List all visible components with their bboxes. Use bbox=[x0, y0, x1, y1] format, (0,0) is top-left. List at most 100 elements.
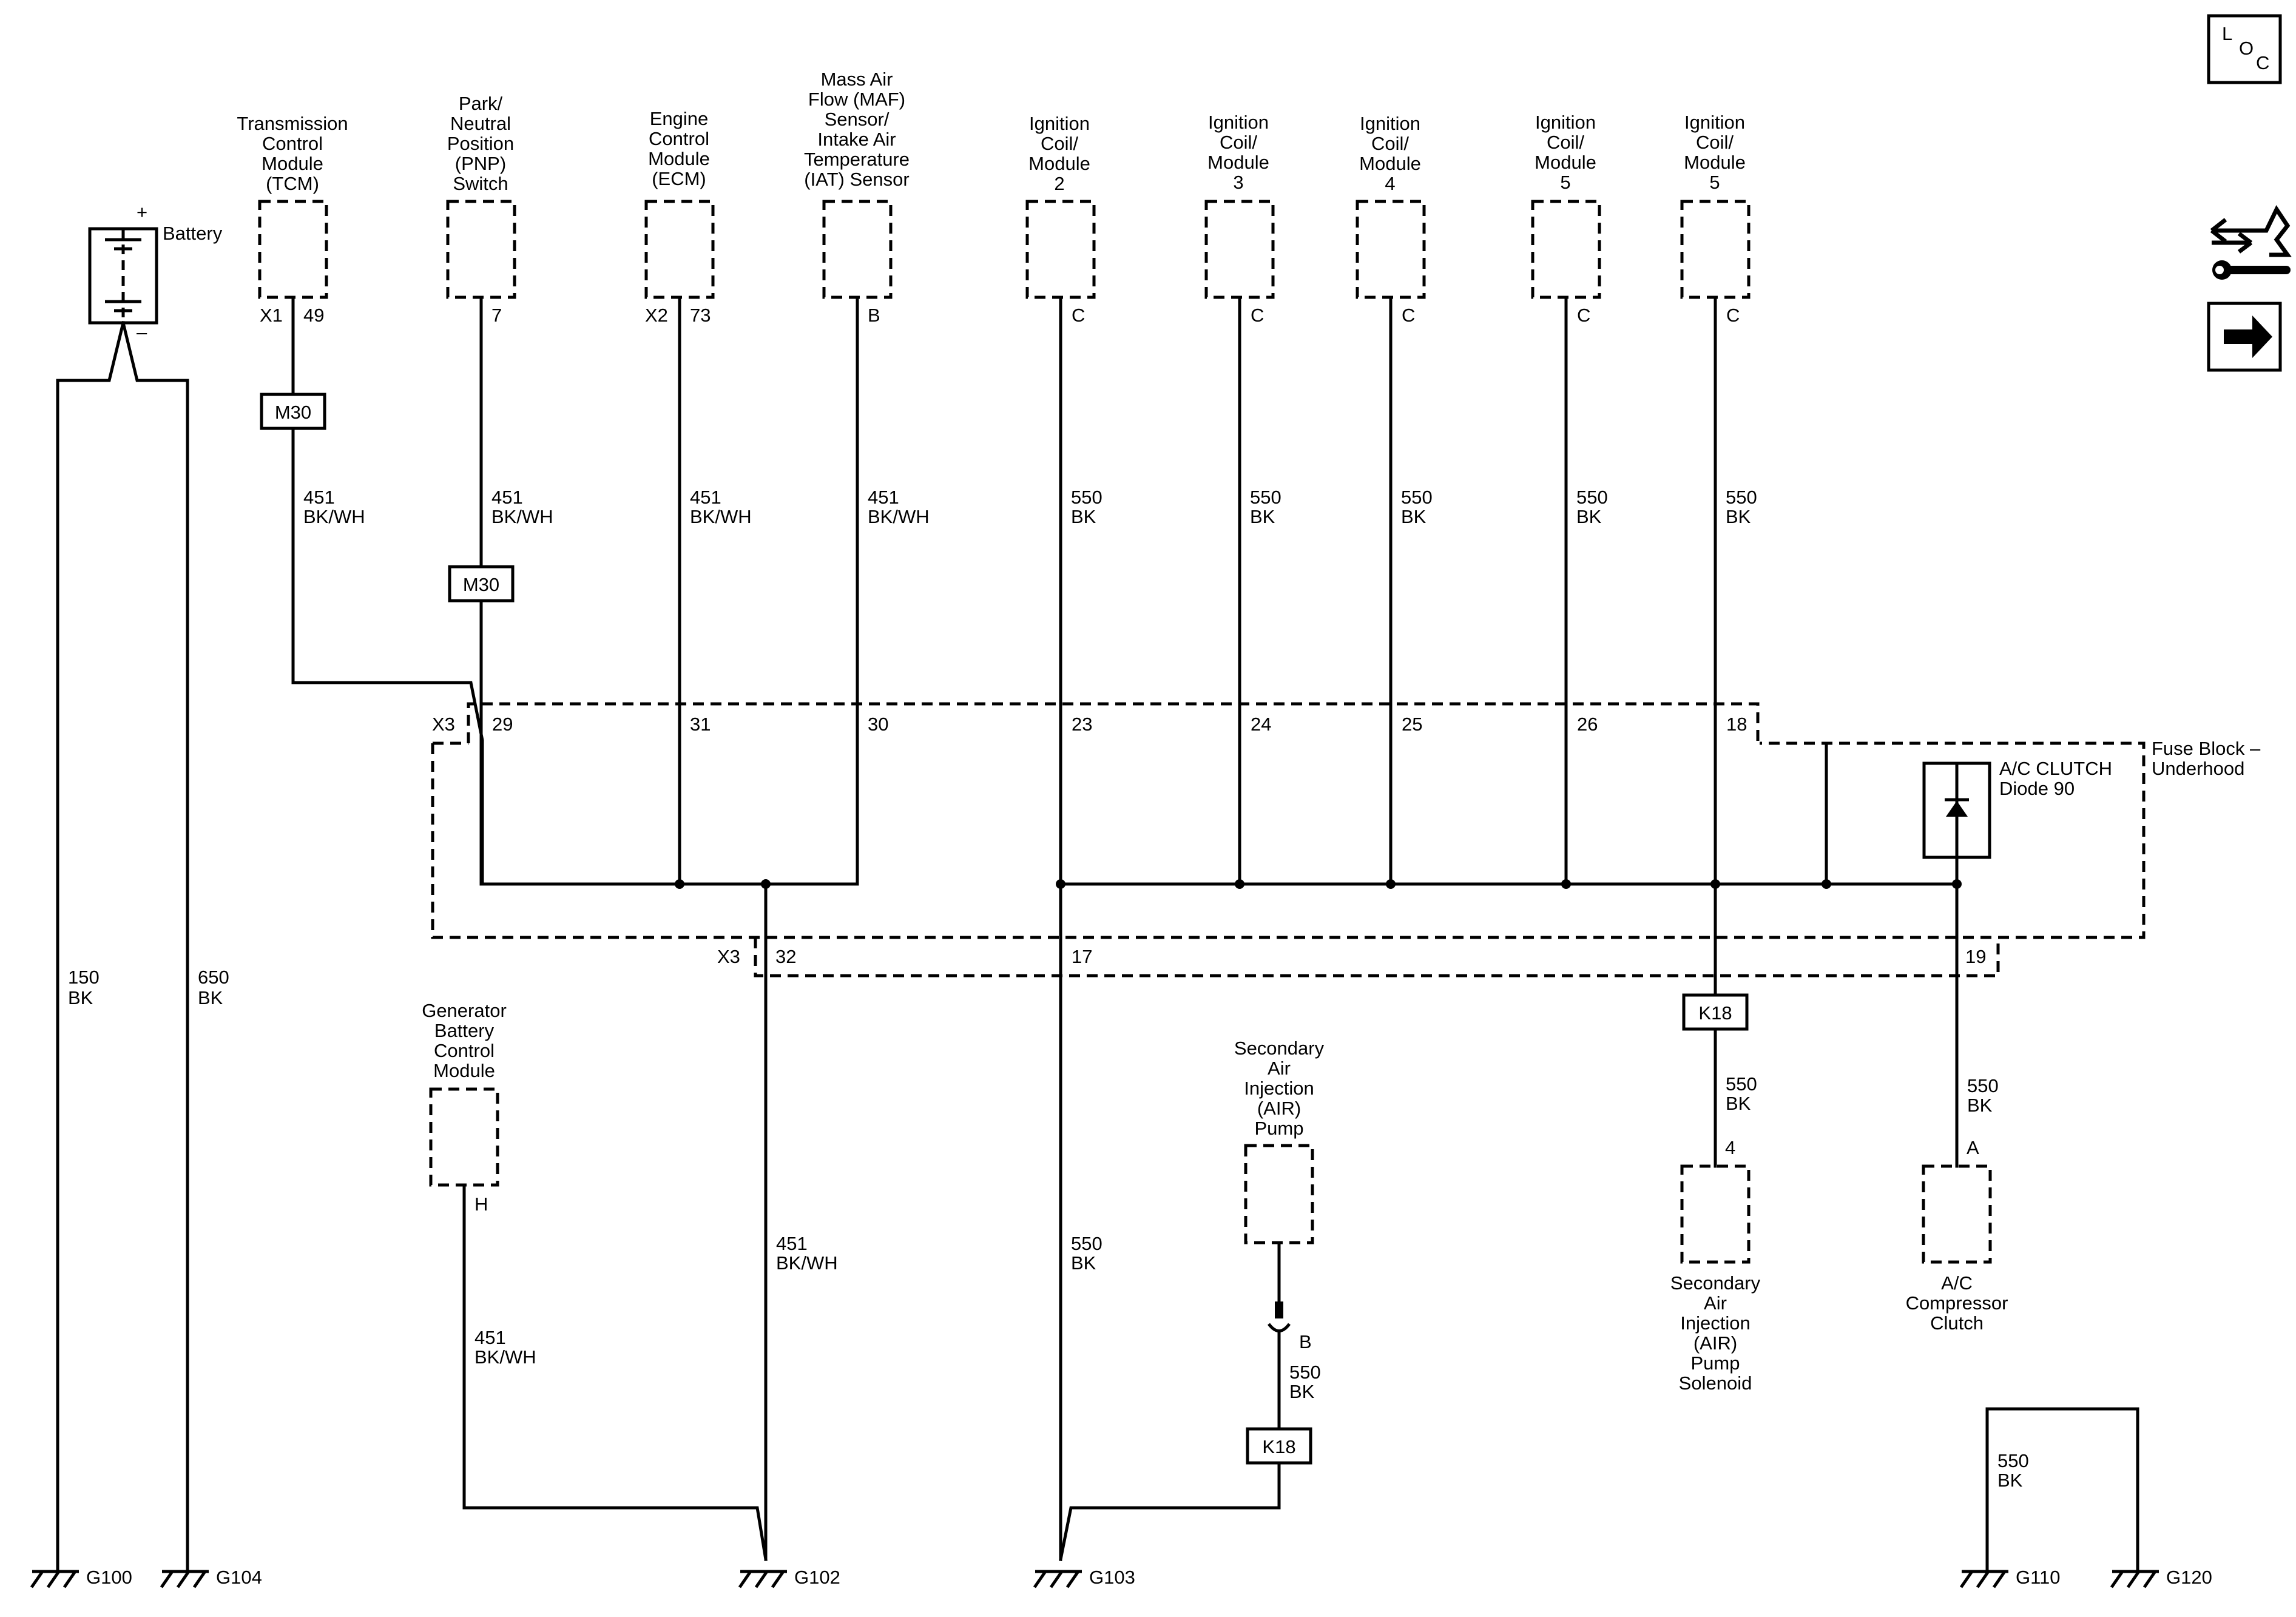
svg-text:Ignition: Ignition bbox=[1684, 112, 1745, 133]
coil5b-pin: C bbox=[1726, 305, 1740, 326]
splice-k18-solenoid: K18 bbox=[1682, 993, 1749, 1031]
wire-tcm-num: 451 bbox=[303, 487, 335, 508]
fb-pin-31: 31 bbox=[690, 714, 711, 735]
svg-text:Module: Module bbox=[648, 148, 710, 169]
loc-icon[interactable]: L O C bbox=[2207, 14, 2282, 84]
svg-text:Battery: Battery bbox=[434, 1020, 495, 1041]
fb-pin-29: 29 bbox=[492, 714, 513, 735]
svg-text:Coil/: Coil/ bbox=[1220, 132, 1257, 153]
coil4-box bbox=[1356, 200, 1426, 299]
fb-pin-26: 26 bbox=[1577, 714, 1598, 735]
ecm-pin: 73 bbox=[690, 305, 711, 326]
svg-text:Engine: Engine bbox=[650, 108, 709, 129]
maf-pin: B bbox=[868, 305, 880, 326]
gen-box bbox=[429, 1087, 499, 1187]
wire-g110-g120 bbox=[1985, 1407, 2139, 1573]
coil5a-box bbox=[1531, 200, 1601, 299]
svg-text:C: C bbox=[2256, 52, 2269, 73]
coil2-label: Ignition Coil/ Module 2 bbox=[1028, 113, 1090, 194]
fb-pin-18: 18 bbox=[1726, 714, 1747, 735]
svg-text:Ignition: Ignition bbox=[1208, 112, 1269, 133]
tcm-pin: 49 bbox=[303, 305, 324, 326]
splice-dot-riser bbox=[1822, 879, 1831, 889]
wire-g103-color: BK bbox=[1071, 1252, 1096, 1274]
svg-text:Temperature: Temperature bbox=[804, 149, 910, 170]
pnp-pin: 7 bbox=[491, 305, 502, 326]
wire-g110-color: BK bbox=[1997, 1470, 2023, 1491]
air-solenoid-pin: 4 bbox=[1725, 1137, 1735, 1158]
wire-coil5b-num: 550 bbox=[1726, 487, 1757, 508]
tcm-box bbox=[258, 200, 328, 299]
svg-text:Air: Air bbox=[1268, 1058, 1291, 1079]
wire-gen-color: BK/WH bbox=[474, 1346, 536, 1368]
ground-g100-label: G100 bbox=[86, 1567, 132, 1588]
x3-bottom: X3 bbox=[717, 946, 740, 967]
wire-ecm-num: 451 bbox=[690, 487, 721, 508]
svg-text:Module: Module bbox=[1359, 153, 1421, 174]
wire-ecm-color: BK/WH bbox=[690, 506, 752, 527]
wire-coil3-num: 550 bbox=[1250, 487, 1281, 508]
wire-pnp-num: 451 bbox=[491, 487, 523, 508]
svg-text:(PNP): (PNP) bbox=[455, 153, 506, 174]
wire-tcm-color: BK/WH bbox=[303, 506, 365, 527]
svg-text:Secondary: Secondary bbox=[1670, 1272, 1761, 1294]
fb-pin-17: 17 bbox=[1072, 946, 1092, 967]
ground-g103-icon bbox=[1033, 1570, 1082, 1588]
tcm-conn: X1 bbox=[260, 305, 283, 326]
coil5a-pin: C bbox=[1577, 305, 1590, 326]
svg-text:Coil/: Coil/ bbox=[1696, 132, 1734, 153]
wire-air-sol-color: BK bbox=[1726, 1093, 1751, 1114]
splice-dot-coil5b bbox=[1710, 879, 1720, 889]
x3-bottom-connector bbox=[754, 937, 2000, 977]
wire-150-num: 150 bbox=[68, 967, 100, 988]
coil4-pin: C bbox=[1402, 305, 1415, 326]
svg-text:Switch: Switch bbox=[453, 173, 508, 194]
ac-clutch-diode bbox=[1922, 761, 1991, 859]
svg-text:(TCM): (TCM) bbox=[266, 173, 319, 194]
coil5b-label: Ignition Coil/ Module 5 bbox=[1684, 112, 1746, 193]
battery: + – Battery bbox=[88, 201, 223, 343]
svg-text:Pump: Pump bbox=[1691, 1352, 1740, 1374]
svg-text:5: 5 bbox=[1709, 172, 1720, 193]
ac-clutch-pin: A bbox=[1967, 1137, 1979, 1158]
svg-text:Coil/: Coil/ bbox=[1547, 132, 1584, 153]
wire-gen-num: 451 bbox=[474, 1327, 506, 1348]
svg-text:Module: Module bbox=[1684, 152, 1746, 173]
fb-pin-32: 32 bbox=[775, 946, 796, 967]
battery-label: Battery bbox=[163, 223, 223, 244]
arrow-right-icon[interactable] bbox=[2207, 302, 2282, 372]
pnp-label: Park/ Neutral Position (PNP) Switch bbox=[447, 93, 514, 194]
coil3-box bbox=[1204, 200, 1275, 299]
svg-text:A/C: A/C bbox=[1941, 1272, 1973, 1294]
ecm-label: Engine Control Module (ECM) bbox=[648, 108, 710, 189]
svg-text:Ignition: Ignition bbox=[1029, 113, 1090, 134]
splice-dot-coil5a bbox=[1561, 879, 1571, 889]
svg-text:Module: Module bbox=[1028, 153, 1090, 174]
fuse-block-outline bbox=[431, 741, 2146, 939]
svg-text:K18: K18 bbox=[1698, 1002, 1732, 1024]
wire-maf-color: BK/WH bbox=[868, 506, 930, 527]
wire-650-color: BK bbox=[198, 987, 223, 1008]
coil3-label: Ignition Coil/ Module 3 bbox=[1207, 112, 1269, 193]
coil5b-box bbox=[1680, 200, 1751, 299]
svg-text:Neutral: Neutral bbox=[450, 113, 511, 134]
wire-650 bbox=[121, 320, 189, 1573]
air-pump-pin: B bbox=[1299, 1331, 1312, 1352]
wire-air-pump-ground bbox=[1059, 1461, 1281, 1561]
svg-text:Transmission: Transmission bbox=[237, 113, 348, 134]
air-pump-pin-male bbox=[1275, 1301, 1283, 1318]
svg-text:Mass Air: Mass Air bbox=[821, 69, 893, 90]
svg-text:Pump: Pump bbox=[1255, 1118, 1304, 1139]
wire-150 bbox=[56, 320, 126, 1573]
ground-g104-label: G104 bbox=[216, 1567, 262, 1588]
tcm-label: Transmission Control Module (TCM) bbox=[237, 113, 348, 194]
ecm-conn: X2 bbox=[645, 305, 668, 326]
ground-g102-icon bbox=[738, 1570, 787, 1588]
connector-wrench-icon[interactable] bbox=[2210, 204, 2292, 280]
svg-text:L: L bbox=[2222, 23, 2232, 44]
wire-ac-num: 550 bbox=[1967, 1075, 1999, 1096]
svg-text:4: 4 bbox=[1385, 173, 1395, 194]
ground-g110-icon bbox=[1959, 1570, 2008, 1588]
wire-air-sol-num: 550 bbox=[1726, 1073, 1757, 1095]
